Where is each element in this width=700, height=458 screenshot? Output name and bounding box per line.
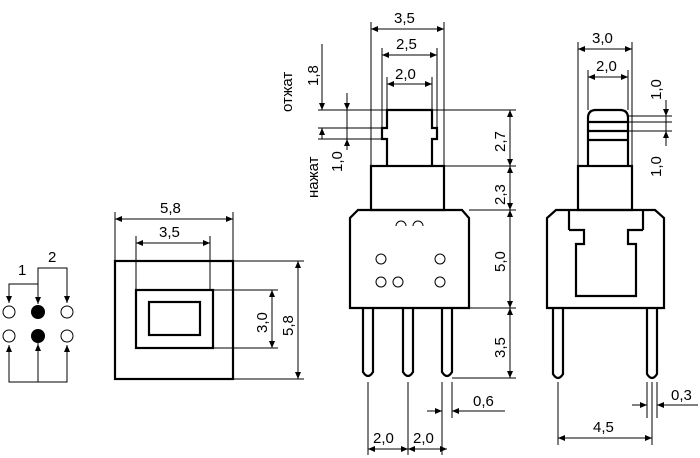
front-body <box>348 208 471 310</box>
front-pitch-right: 2,0 <box>413 430 434 447</box>
top-width-inner: 3,5 <box>159 224 180 241</box>
front-width-top: 3,5 <box>394 10 415 27</box>
side-cutout <box>569 228 643 298</box>
pin-link-1 <box>8 283 39 303</box>
pin <box>2 329 16 343</box>
pin-label-2: 2 <box>48 249 56 266</box>
side-neck <box>576 164 634 212</box>
top-view-outline <box>113 259 235 381</box>
front-lead-thickness: 0,6 <box>473 393 494 410</box>
front-height-plunger: 2,7 <box>492 131 509 152</box>
pin <box>60 305 74 319</box>
top-view-button <box>134 288 215 350</box>
front-height-body: 5,0 <box>492 251 509 272</box>
hole <box>392 276 404 288</box>
pin <box>2 305 16 319</box>
side-plunger <box>586 108 630 166</box>
side-lead <box>551 308 565 380</box>
top-height-outer: 5,8 <box>280 315 297 336</box>
released-travel: 1,8 <box>305 65 322 86</box>
top-view-cap <box>147 300 202 337</box>
side-lead <box>645 308 659 380</box>
side-view: 3,0 2,0 1,0 1,0 4,5 0,3 <box>545 30 698 445</box>
side-width-plunger: 2,0 <box>596 58 617 75</box>
front-width-mid: 2,5 <box>396 36 417 53</box>
front-pitch-left: 2,0 <box>373 430 394 447</box>
pin-link-3 <box>8 347 38 383</box>
hole <box>375 276 387 288</box>
front-neck <box>369 164 446 212</box>
front-plunger <box>380 108 439 166</box>
front-view: 3,5 2,5 2,0 отжат 1,8 нажат 1,0 2,7 2,3 <box>279 10 516 455</box>
top-width-outer: 5,8 <box>160 200 181 217</box>
front-lead <box>401 308 415 378</box>
hole <box>434 253 446 265</box>
side-lead-spacing: 4,5 <box>593 419 614 436</box>
pressed-travel: 1,0 <box>329 151 346 172</box>
hole <box>395 220 407 227</box>
pin-filled <box>31 305 45 319</box>
released-label: отжат <box>279 72 296 112</box>
pin-diagram: 1 2 <box>2 249 74 383</box>
pin-link-4 <box>37 343 68 383</box>
side-width-neck: 3,0 <box>592 30 613 47</box>
pin-filled <box>31 329 45 343</box>
side-step-top: 1,0 <box>648 79 665 100</box>
front-lead <box>361 308 375 378</box>
hole <box>412 220 424 227</box>
pin <box>60 329 74 343</box>
top-view: 5,8 3,5 3,0 5,8 <box>113 200 304 381</box>
front-height-neck: 2,3 <box>492 184 509 205</box>
pin-label-1: 1 <box>18 262 26 279</box>
pin-link-2 <box>37 267 68 298</box>
hole <box>375 253 387 265</box>
top-height-inner: 3,0 <box>254 312 271 333</box>
side-body <box>545 208 666 310</box>
front-height-leads: 3,5 <box>492 337 509 358</box>
hole <box>434 276 446 288</box>
front-lead <box>440 308 454 378</box>
pressed-label: нажат <box>305 156 322 198</box>
side-step-bottom: 1,0 <box>648 156 665 177</box>
front-width-plunger: 2,0 <box>395 66 416 83</box>
side-lead-thickness: 0,3 <box>671 387 692 404</box>
